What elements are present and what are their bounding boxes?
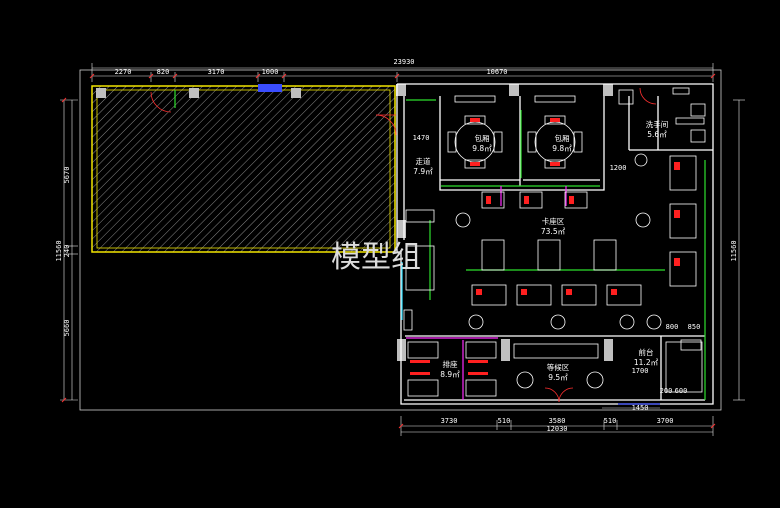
dim-top-right: 10670 <box>486 68 507 76</box>
room-label-corridor-area: 7.9㎡ <box>413 167 433 176</box>
bench-accents-red <box>410 360 488 375</box>
room-label-private1-name: 包厢 <box>475 133 490 143</box>
dimension-lines <box>60 63 745 436</box>
door-swings <box>150 87 657 403</box>
dim-top-left-4: 1000 <box>262 68 279 76</box>
room-label-private2-area: 9.8㎡ <box>552 144 572 153</box>
room-label-waiting-name: 等候区 <box>547 362 570 372</box>
dim-left-lower: 5660 <box>63 320 71 337</box>
waiting-seats <box>516 339 703 393</box>
dim-front-desk-d: 600 <box>675 387 688 395</box>
room-label-private2-name: 包厢 <box>555 133 570 143</box>
dim-top-left-1: 2270 <box>115 68 132 76</box>
room-label-washroom-name: 洗手间 <box>646 119 669 129</box>
dimension-ticks <box>61 73 716 429</box>
dim-left-mid: 240 <box>63 245 71 258</box>
blue-window <box>258 84 282 92</box>
accent-walls <box>174 90 706 405</box>
dim-top-left-2: 820 <box>157 68 170 76</box>
booth-chairs-red <box>476 162 680 295</box>
dim-front-desk-b: 850 <box>688 323 701 331</box>
bench-seats <box>407 341 599 397</box>
dim-bottom-5: 3700 <box>657 417 674 425</box>
dim-bottom-1: 3730 <box>441 417 458 425</box>
dim-top-left-3: 3170 <box>208 68 225 76</box>
dim-front-desk-a: 800 <box>666 323 679 331</box>
watermark: 模型组 <box>331 240 421 275</box>
room-label-washroom-area: 5.6㎡ <box>647 130 667 139</box>
dim-left-total: 11560 <box>55 240 63 261</box>
dim-wash-offset: 1200 <box>610 164 627 172</box>
booth-tables <box>403 155 697 331</box>
drawing-border <box>79 69 722 411</box>
dim-top-total: 23930 <box>393 58 414 66</box>
private-room-tables <box>447 95 583 169</box>
dim-right-total: 11560 <box>730 240 738 261</box>
dim-front-desk-c: 200 <box>660 387 673 395</box>
washroom-fixtures <box>618 87 706 167</box>
private-room-chairs-red <box>470 118 560 166</box>
dim-bottom-2: 510 <box>498 417 511 425</box>
dim-bottom-3: 3580 <box>549 417 566 425</box>
room-label-corridor-name: 走道 <box>416 156 431 166</box>
room-label-bench-name: 排座 <box>443 359 458 369</box>
room-label-front-desk-area: 11.2㎡ <box>634 358 659 367</box>
room-label-booth-area: 73.5㎡ <box>541 227 566 236</box>
room-label-private1-area: 9.8㎡ <box>472 144 492 153</box>
dim-bottom-total: 12030 <box>546 425 567 433</box>
room-label-bench-area: 8.9㎡ <box>440 370 460 379</box>
room-label-booth-name: 卡座区 <box>542 216 565 226</box>
walls <box>396 83 714 405</box>
hatched-area-inner-border <box>96 89 391 249</box>
room-label-front-desk-name: 前台 <box>639 347 654 357</box>
dim-front-desk-depth: 1700 <box>632 367 649 375</box>
dim-corridor-width: 1470 <box>413 134 430 142</box>
room-label-waiting-area: 9.5㎡ <box>548 373 568 382</box>
dim-entrance: 1450 <box>632 404 649 412</box>
dim-bottom-4: 510 <box>604 417 617 425</box>
hatched-area <box>91 85 396 253</box>
dim-left-upper: 5670 <box>63 167 71 184</box>
